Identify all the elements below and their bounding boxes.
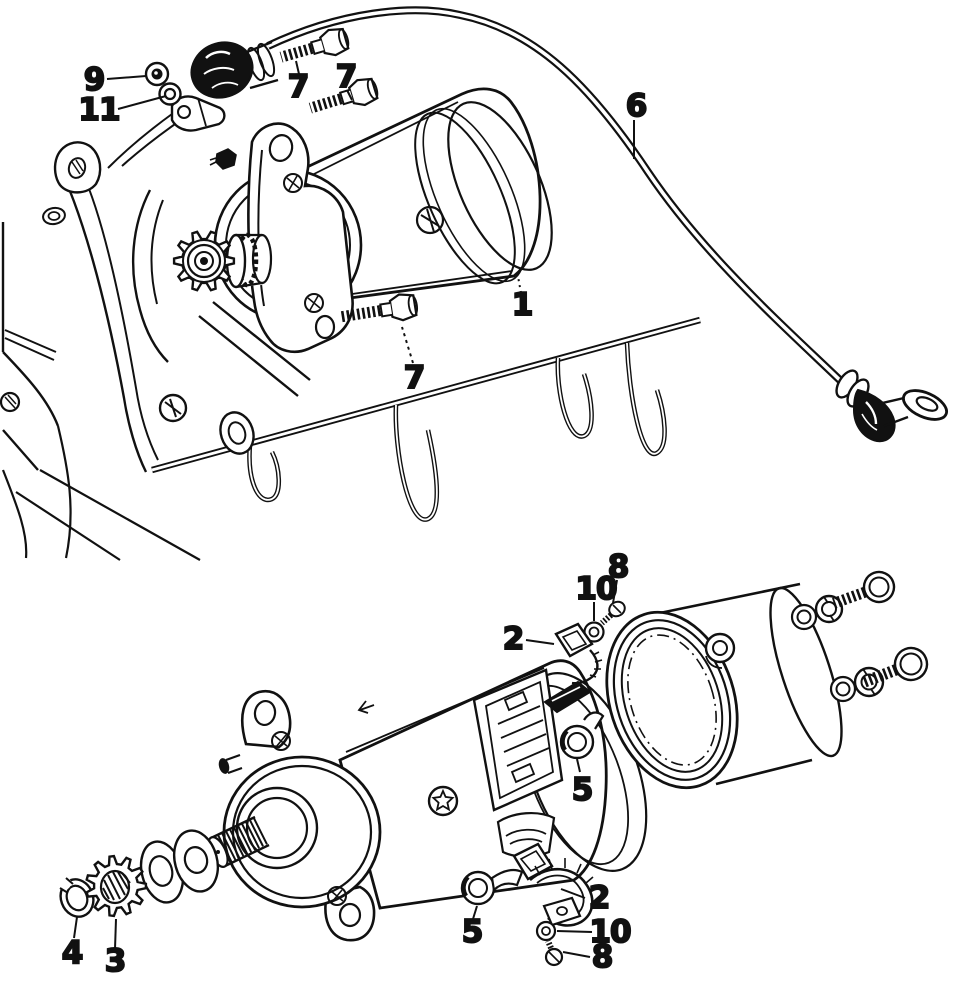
callout-8-lower: 8 bbox=[562, 938, 614, 976]
bolt-7-a bbox=[279, 27, 350, 63]
callout-5-middle-label: 5 bbox=[572, 772, 593, 808]
brush-lead-terminal-upper bbox=[543, 680, 592, 714]
callout-5-middle: 5 bbox=[571, 758, 594, 809]
brush-arm bbox=[490, 868, 524, 893]
callout-8-upper-label: 8 bbox=[608, 549, 629, 585]
mount-bolts bbox=[279, 27, 419, 323]
direction-mark bbox=[357, 700, 375, 714]
starter-motor-top bbox=[172, 87, 553, 353]
bolt-7-b bbox=[308, 77, 379, 114]
brush-group-upper bbox=[543, 600, 626, 714]
washer-10-lower bbox=[535, 920, 557, 942]
terminal-boot bbox=[190, 41, 254, 99]
shaft-hub bbox=[235, 786, 319, 870]
battery-cable bbox=[266, 6, 948, 443]
callout-1-label: 1 bbox=[512, 287, 533, 323]
callout-4-label: 4 bbox=[62, 935, 83, 971]
flat-washer-1 bbox=[790, 603, 818, 631]
cover-bolt-boss bbox=[704, 632, 736, 664]
callout-1: 1 bbox=[511, 270, 534, 324]
brush-holder-clamp bbox=[529, 867, 594, 927]
brush-5-middle bbox=[559, 711, 605, 760]
callout-6: 6 bbox=[625, 87, 648, 159]
callout-10-lower-label: 10 bbox=[589, 914, 631, 950]
harness-droop-loops bbox=[247, 342, 667, 522]
flange-ear-hole bbox=[268, 134, 294, 162]
callout-7a-label: 7 bbox=[288, 69, 309, 105]
flange-ear-hole-2 bbox=[314, 314, 336, 340]
callout-7-b: 7 bbox=[335, 58, 358, 101]
callout-3: 3 bbox=[104, 918, 127, 980]
holder-foot bbox=[542, 896, 582, 927]
callout-11: 11 bbox=[77, 91, 167, 129]
callout-2-lower-label: 2 bbox=[589, 880, 610, 916]
cable-eyelet bbox=[902, 389, 948, 421]
through-bolt-2 bbox=[862, 646, 929, 688]
motor-body bbox=[303, 87, 542, 300]
flat-washer-2 bbox=[829, 675, 857, 703]
callout-7-c: 7 bbox=[401, 326, 426, 397]
end-cap bbox=[447, 101, 553, 271]
callout-2-lower: 2 bbox=[560, 879, 611, 917]
callout-7b-label: 7 bbox=[336, 59, 357, 95]
callout-5-lower-label: 5 bbox=[462, 914, 483, 950]
callout-8-lower-label: 8 bbox=[592, 939, 613, 975]
brush-group-lower bbox=[460, 842, 594, 967]
callout-11-label: 11 bbox=[78, 92, 119, 128]
callout-4: 4 bbox=[61, 916, 85, 972]
brush-2-lower bbox=[512, 842, 554, 881]
callout-9: 9 bbox=[83, 61, 147, 99]
callout-2-upper: 2 bbox=[502, 620, 555, 658]
body-star-screw bbox=[427, 785, 459, 817]
flange-screw-b1 bbox=[271, 731, 291, 751]
callout-8-upper: 8 bbox=[607, 548, 630, 604]
brush-holder-2-upper bbox=[554, 622, 594, 658]
pinion-parts bbox=[57, 829, 220, 918]
harness-grommet bbox=[219, 411, 255, 455]
cover-rear-edge bbox=[769, 586, 843, 758]
callout-10-lower: 10 bbox=[556, 913, 633, 951]
bottom-view bbox=[57, 570, 929, 967]
callout-7c-label: 7 bbox=[404, 360, 425, 396]
terminal-stud-nut bbox=[215, 148, 237, 170]
flange-screw bbox=[283, 173, 303, 193]
callout-10-upper: 10 bbox=[574, 570, 619, 621]
body-screw bbox=[415, 205, 445, 235]
cover-front-ring bbox=[605, 610, 739, 790]
pinion-assembly bbox=[172, 230, 273, 292]
through-bolt-1 bbox=[832, 570, 896, 609]
callout-2-upper-label: 2 bbox=[503, 621, 524, 657]
lock-washer-2 bbox=[853, 666, 885, 698]
mounting-flange bbox=[247, 122, 354, 353]
flange-screw-2 bbox=[304, 293, 324, 313]
end-cover-group bbox=[605, 570, 929, 790]
engine-block bbox=[0, 141, 311, 561]
callouts: 9 11 7 7 6 1 7 8 bbox=[61, 58, 649, 980]
terminal-group bbox=[107, 40, 279, 169]
washer-11 bbox=[158, 82, 182, 106]
flange-screw-b2 bbox=[327, 886, 347, 906]
wiring-harness bbox=[151, 316, 701, 522]
flange-stud bbox=[218, 758, 230, 774]
callout-9-label: 9 bbox=[84, 62, 105, 98]
lock-washer-1 bbox=[814, 594, 844, 624]
commutator-bars bbox=[497, 705, 550, 767]
callout-6-label: 6 bbox=[626, 88, 647, 124]
callout-5-lower: 5 bbox=[461, 905, 484, 951]
thrust-washer-b bbox=[172, 829, 220, 893]
top-view bbox=[0, 6, 948, 561]
callout-3-label: 3 bbox=[105, 943, 126, 979]
callout-10-upper-label: 10 bbox=[575, 571, 617, 607]
callout-7-a: 7 bbox=[287, 60, 310, 106]
bolt-7-c bbox=[340, 293, 419, 323]
ring-terminal-bracket bbox=[170, 95, 226, 132]
